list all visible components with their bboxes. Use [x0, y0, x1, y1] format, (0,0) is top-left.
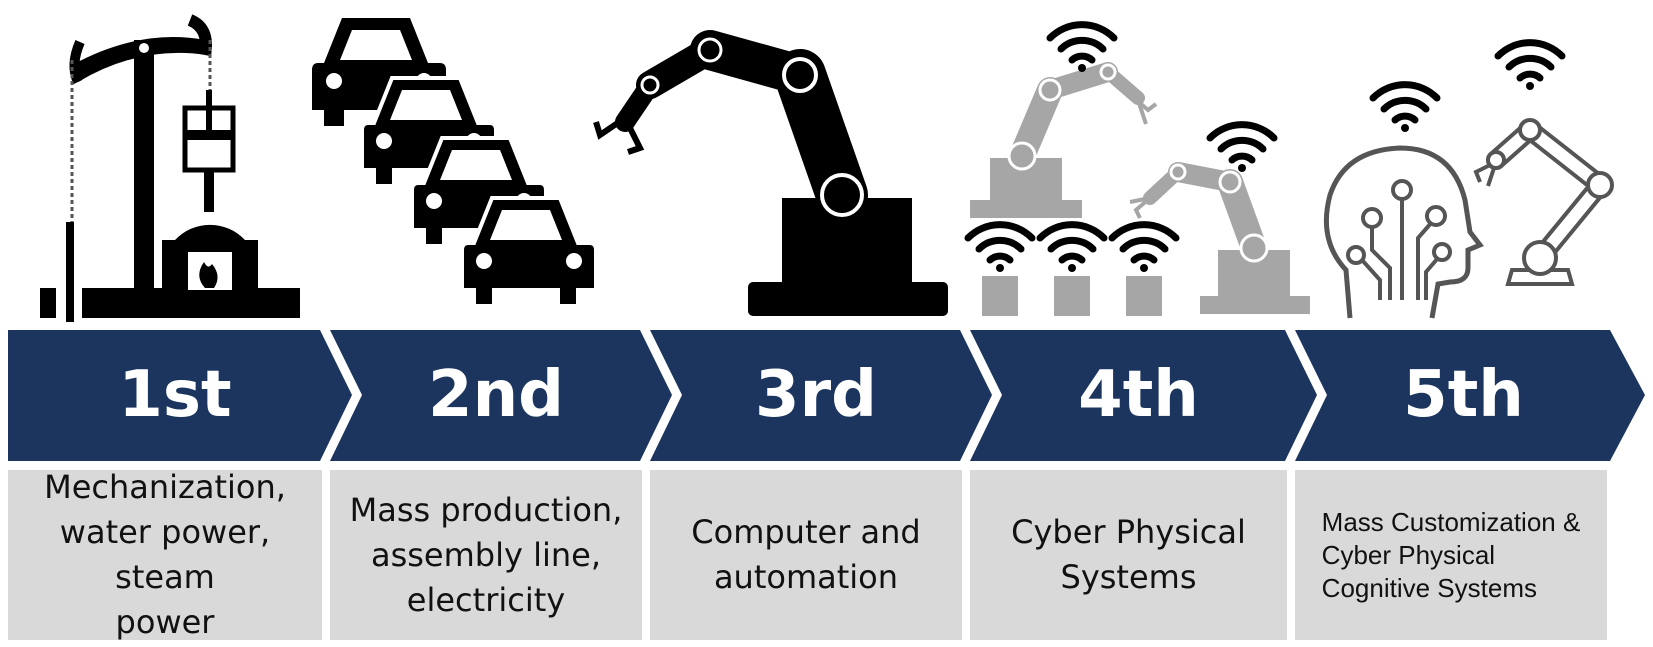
- stage-3-description-box: Computer and automation: [650, 470, 962, 640]
- stage-1-description-box: Mechanization, water power, steam power: [8, 468, 322, 641]
- stage-3-description: Computer and automation: [691, 513, 921, 596]
- stage-3-label: 3rd: [755, 358, 877, 432]
- stage-2-description-box: Mass production, assembly line, electric…: [330, 470, 642, 640]
- cars-assembly-line-icon: [312, 18, 598, 308]
- chevron-stage-1: [8, 330, 352, 461]
- chevron-stage-5: [1295, 330, 1645, 461]
- stage-5-label: 5th: [1403, 358, 1524, 432]
- ai-brain-robot-icon: [1323, 39, 1614, 319]
- stage-1-label: 1st: [118, 358, 232, 432]
- stage-4-description-box: Cyber Physical Systems: [970, 470, 1287, 640]
- robot-arm-icon: [593, 30, 948, 316]
- stage-5-description-box: Mass Customization & Cyber Physical Cogn…: [1295, 470, 1607, 640]
- stage-2-description: Mass production, assembly line, electric…: [349, 490, 623, 619]
- chevron-stage-2: [330, 330, 672, 461]
- chevron-stage-3: [650, 330, 992, 461]
- chevron-stage-4: [970, 330, 1317, 461]
- stage-4-label: 4th: [1078, 358, 1199, 432]
- icons-row: [40, 14, 1614, 322]
- stage-2-label: 2nd: [428, 358, 564, 432]
- wireless-robots-icon: [964, 21, 1310, 316]
- oil-pump-steam-engine-icon: [40, 14, 300, 322]
- stage-5-description: Mass Customization & Cyber Physical Cogn…: [1321, 506, 1581, 603]
- stage-4-description: Cyber Physical Systems: [1011, 513, 1246, 596]
- stage-1-description: Mechanization, water power, steam power: [44, 468, 286, 641]
